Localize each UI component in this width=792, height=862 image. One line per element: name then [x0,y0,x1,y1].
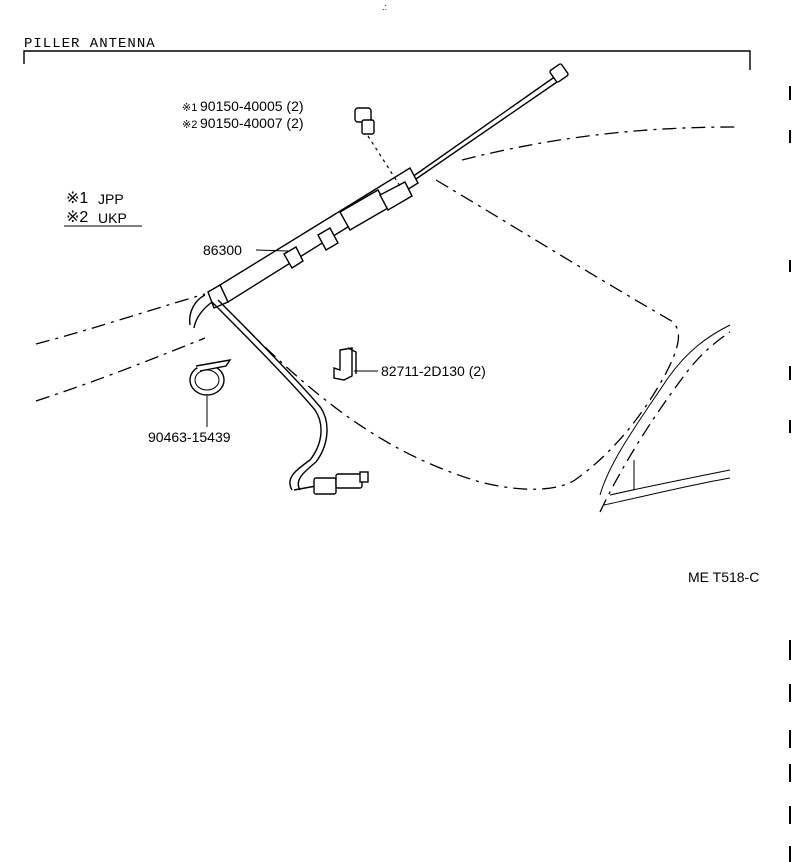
bracket-icon [333,347,357,381]
callout-clamp: 90463-15439 [148,429,231,445]
diagram-title: PILLER ANTENNA [24,36,156,52]
feeder-cable [211,299,369,495]
figure-code: ME T518-C [688,569,759,585]
note-2-text: UKP [98,210,127,226]
title-frame [23,50,751,70]
clamp-icon [189,359,232,396]
callout-bracket: 82711-2D130 (2) [381,363,486,379]
callout-bolt-1-number: 90150-40005 (2) [200,98,304,114]
note-2: ※2 UKP [64,209,142,227]
note-1-text: JPP [98,191,124,207]
callout-bolt-1-mark: ※1 [182,102,197,114]
bolt-icon [354,107,401,187]
note-2-mark: ※2 [66,209,88,226]
scan-speck: .: [382,2,387,12]
note-1: ※1 JPP [66,190,124,207]
leader-antenna [255,249,289,252]
callout-bolt-2-number: 90150-40007 (2) [200,115,304,131]
vehicle-body-outline [35,126,736,513]
callout-bolt-2-mark: ※2 [182,119,197,131]
note-1-mark: ※1 [66,190,88,207]
antenna-assembly [188,63,569,329]
callout-antenna: 86300 [203,242,242,258]
